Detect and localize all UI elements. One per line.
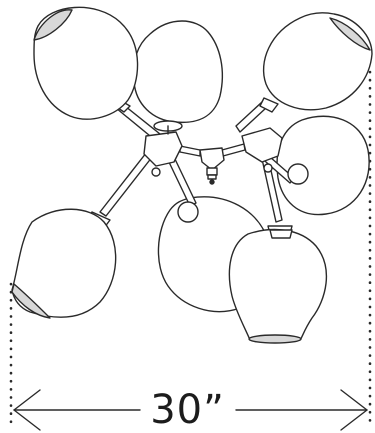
dim-arrowhead-left xyxy=(13,389,41,431)
hub-left xyxy=(143,131,183,167)
globe-back-top-center xyxy=(132,20,223,124)
hub-center xyxy=(199,147,225,171)
collar-center xyxy=(177,201,199,223)
globe-front-bottom-right-rim xyxy=(248,334,302,344)
globe-front-bottom-left-rim xyxy=(11,283,51,319)
dimension-guides xyxy=(9,70,372,431)
chandelier-hubs xyxy=(143,120,283,185)
collar-right-small xyxy=(287,163,309,185)
hub-right xyxy=(241,127,283,163)
center-finial xyxy=(206,167,218,176)
globe-front-top-right xyxy=(262,12,373,111)
globe-front-top-right-rim xyxy=(329,17,371,51)
globe-front-top-left-rim xyxy=(33,9,73,41)
dim-arrowhead-right xyxy=(340,389,368,431)
globe-back-right xyxy=(276,115,370,216)
globe-front-top-left xyxy=(33,6,139,120)
globe-front-bottom-right xyxy=(228,228,328,341)
